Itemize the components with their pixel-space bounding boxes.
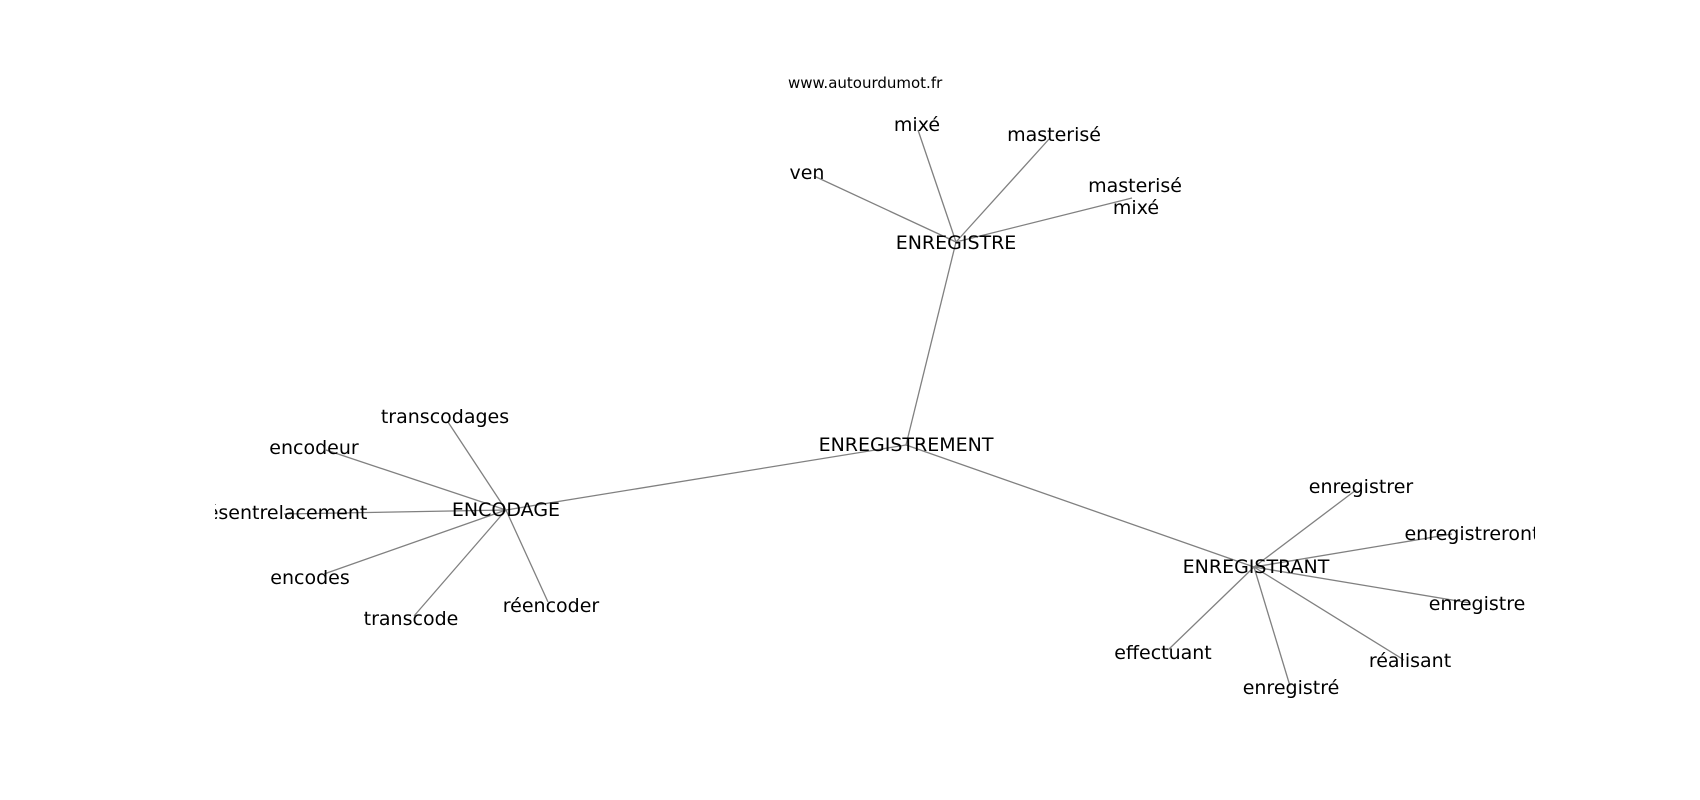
node-hub-enregistrant: ENREGISTRANT bbox=[1183, 556, 1330, 578]
edge-enregistre-ven bbox=[813, 175, 957, 243]
node-leaf-reencoder: réencoder bbox=[503, 595, 600, 617]
watermark-text: www.autourdumot.fr bbox=[788, 74, 943, 92]
node-leaf-encodes: encodes bbox=[270, 567, 349, 589]
edge-enregistre-masterise bbox=[955, 137, 1051, 243]
node-leaf-desentrelacement: désentrelacement bbox=[195, 502, 368, 524]
node-leaf-effectuant: effectuant bbox=[1114, 642, 1212, 664]
edge-encodage-reencoder bbox=[505, 509, 549, 603]
node-leaf-enregistre-pp: enregistré bbox=[1243, 677, 1340, 699]
edge-encodage-transcode bbox=[413, 509, 507, 617]
node-leaf-ven: ven bbox=[790, 162, 825, 184]
edge-enregistrant-effectuant bbox=[1167, 566, 1255, 651]
node-leaf-realisant: réalisant bbox=[1369, 650, 1451, 672]
edge-enregistrant-enregistre-pp bbox=[1253, 566, 1291, 687]
node-hub-encodage: ENCODAGE bbox=[452, 499, 560, 521]
edge-enregistrant-enregistreront bbox=[1253, 533, 1453, 568]
edge-center-encodage bbox=[505, 444, 907, 511]
edge-enregistrant-enregistre bbox=[1253, 566, 1471, 604]
edge-center-enregistrant bbox=[905, 444, 1255, 568]
edge-encodage-desentrelacement bbox=[283, 509, 507, 515]
node-leaf-enregistre: enregistre bbox=[1429, 593, 1526, 615]
node-leaf-encodeur: encodeur bbox=[269, 437, 359, 459]
edge-enregistrant-realisant bbox=[1253, 566, 1405, 661]
node-leaf-masterise-2: masterisé bbox=[1088, 175, 1182, 197]
node-leaf-mixe-2: mixé bbox=[1113, 197, 1159, 219]
edge-encodage-encodes bbox=[323, 509, 507, 575]
edge-enregistre-mixe bbox=[917, 129, 957, 243]
edge-encodage-transcodages bbox=[447, 421, 507, 511]
node-leaf-transcode: transcode bbox=[364, 608, 459, 630]
node-leaf-enregistrer: enregistrer bbox=[1309, 476, 1414, 498]
node-center: ENREGISTREMENT bbox=[819, 434, 994, 456]
edge-center-enregistre bbox=[905, 241, 957, 446]
edge-enregistre-masterise-mixe bbox=[955, 197, 1133, 243]
edge-enregistrant-enregistrer bbox=[1253, 489, 1357, 568]
node-hub-enregistre: ENREGISTRE bbox=[896, 232, 1017, 254]
node-leaf-masterise: masterisé bbox=[1007, 124, 1101, 146]
node-leaf-transcodages: transcodages bbox=[381, 406, 509, 428]
edge-encodage-encodeur bbox=[325, 449, 507, 511]
node-leaf-enregistreront: enregistreront bbox=[1404, 523, 1539, 545]
node-leaf-mixe: mixé bbox=[894, 114, 940, 136]
